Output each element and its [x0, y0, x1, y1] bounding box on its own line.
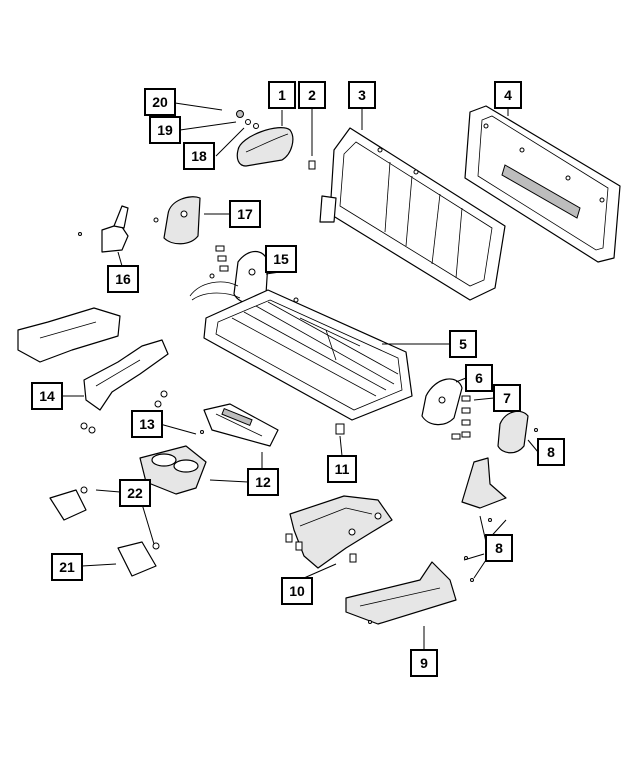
part-bolt [335, 423, 345, 435]
callout-16: 16 [107, 265, 139, 293]
svg-text:1: 1 [278, 87, 286, 103]
leader-lines [60, 102, 539, 650]
callout-9: 9 [410, 649, 438, 677]
part-side-cover [153, 196, 201, 245]
callout-17: 17 [229, 200, 261, 228]
svg-text:7: 7 [503, 390, 511, 406]
svg-text:6: 6 [475, 370, 483, 386]
svg-text:8: 8 [547, 444, 555, 460]
callout-21: 21 [51, 553, 83, 581]
part-cup-holder [139, 445, 207, 495]
callout-14: 14 [31, 382, 63, 410]
svg-text:20: 20 [152, 94, 168, 110]
callout-8-lower: 8 [485, 534, 513, 562]
part-seat-back-frame [319, 127, 506, 301]
callout-5: 5 [449, 330, 477, 358]
svg-text:22: 22 [127, 485, 143, 501]
svg-text:5: 5 [459, 336, 467, 352]
svg-text:16: 16 [115, 271, 131, 287]
svg-text:18: 18 [191, 148, 207, 164]
callout-18: 18 [183, 142, 215, 170]
callout-8-upper: 8 [537, 438, 565, 466]
part-seat-riser [285, 495, 393, 569]
svg-text:17: 17 [237, 206, 253, 222]
part-recliner-right [421, 378, 463, 426]
part-small-hardware [236, 110, 259, 129]
svg-text:4: 4 [504, 87, 512, 103]
callout-3: 3 [348, 81, 376, 109]
svg-text:2: 2 [308, 87, 316, 103]
part-storage-tray [200, 403, 279, 447]
svg-text:19: 19 [157, 122, 173, 138]
part-pin [308, 160, 316, 170]
part-seat-pan [203, 289, 413, 421]
part-back-panel [464, 105, 621, 263]
part-latch [49, 486, 160, 577]
callout-11: 11 [327, 455, 357, 483]
part-seat-base [17, 307, 169, 434]
svg-text:9: 9 [420, 655, 428, 671]
svg-text:14: 14 [39, 388, 55, 404]
callout-7: 7 [493, 384, 521, 412]
part-bottom-cover [345, 561, 457, 625]
part-side-trim [461, 410, 538, 582]
svg-text:8: 8 [495, 540, 503, 556]
callout-15: 15 [265, 245, 297, 273]
callout-2: 2 [298, 81, 326, 109]
svg-text:3: 3 [358, 87, 366, 103]
part-armrest-cap [236, 127, 294, 167]
callout-6: 6 [465, 364, 493, 392]
svg-text:10: 10 [289, 583, 305, 599]
svg-text:12: 12 [255, 474, 271, 490]
svg-text:13: 13 [139, 416, 155, 432]
part-hinge-bracket [78, 205, 129, 253]
part-bolts [451, 395, 471, 440]
callout-12: 12 [247, 468, 279, 496]
svg-text:11: 11 [335, 461, 350, 477]
callout-13: 13 [131, 410, 163, 438]
callout-20: 20 [144, 88, 176, 116]
callout-4: 4 [494, 81, 522, 109]
callout-1: 1 [268, 81, 296, 109]
callout-10: 10 [281, 577, 313, 605]
callout-19: 19 [149, 116, 181, 144]
svg-text:21: 21 [59, 559, 75, 575]
callout-22: 22 [119, 479, 151, 507]
svg-text:15: 15 [273, 251, 289, 267]
part-recliner [189, 245, 269, 304]
